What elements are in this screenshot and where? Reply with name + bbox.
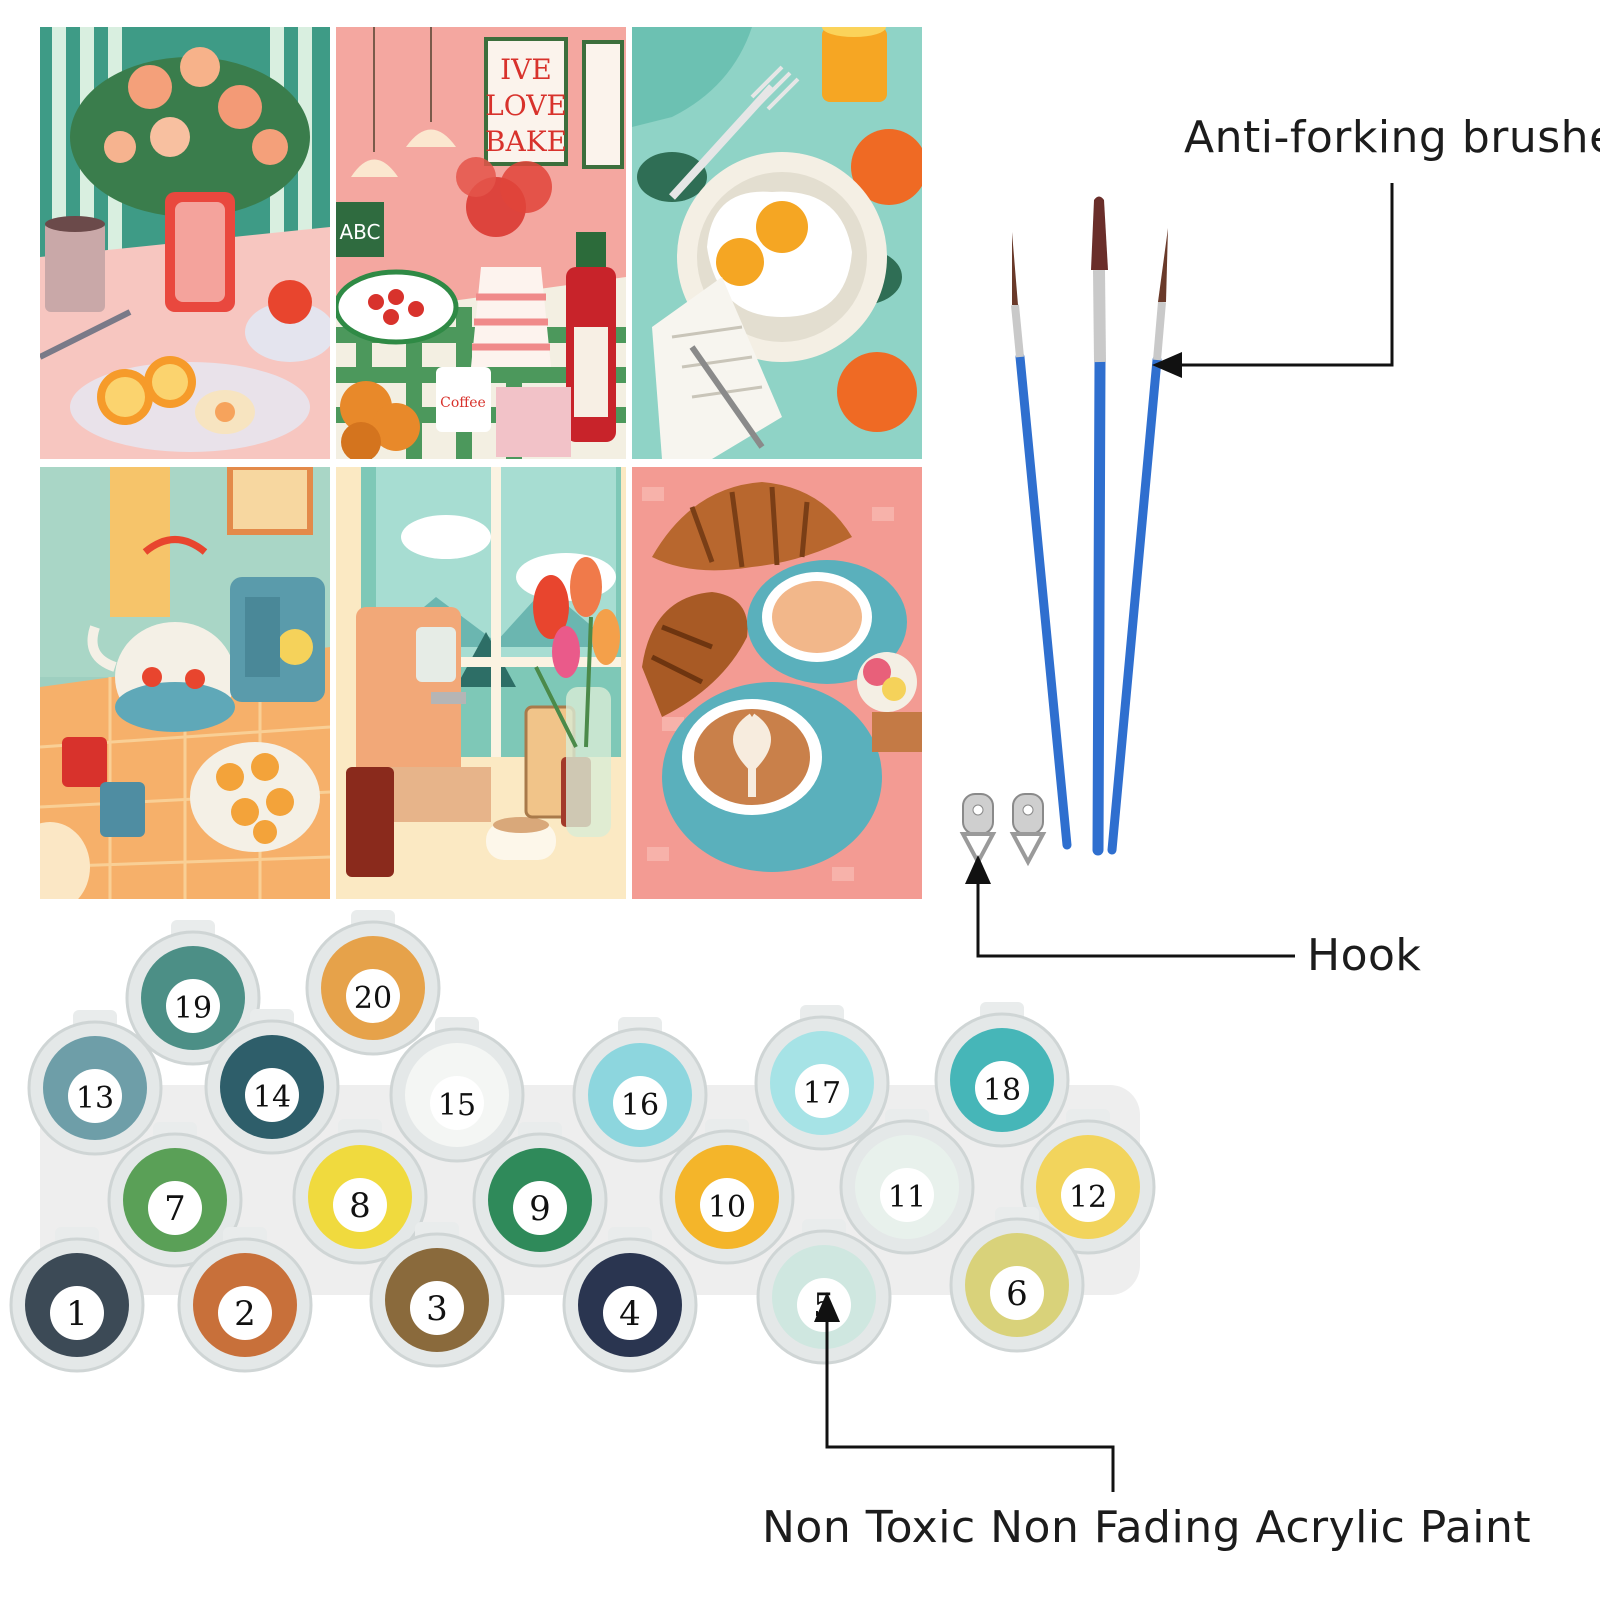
paint-pot-11: 11 <box>839 1109 975 1255</box>
paint-pot-19: 19 <box>125 920 261 1066</box>
arrow-up-icon <box>965 855 991 884</box>
hook-icon <box>1009 793 1047 867</box>
paint-pot-18: 18 <box>934 1002 1070 1148</box>
paint-callout: Non Toxic Non Fading Acrylic Paint <box>762 1502 1532 1553</box>
pot-label-sticker <box>700 1178 754 1232</box>
sign-line-3: BAKE <box>485 125 567 158</box>
pot-number: 8 <box>349 1186 371 1226</box>
brush-middle <box>1091 196 1108 856</box>
pot-label-sticker <box>245 1068 299 1122</box>
paint-leader-line <box>814 1292 1115 1492</box>
paint-pot-15: 15 <box>389 1017 525 1163</box>
paint-pot-17: 17 <box>754 1005 890 1151</box>
pot-label-sticker <box>218 1286 272 1340</box>
pot-label-sticker <box>513 1181 567 1235</box>
paint-pot-6: 6 <box>949 1207 1085 1353</box>
arrow-left-icon <box>1152 352 1182 378</box>
pot-number: 2 <box>234 1294 256 1334</box>
pot-label-sticker <box>990 1266 1044 1320</box>
pot-number: 1 <box>66 1294 88 1334</box>
pot-number: 17 <box>803 1076 841 1111</box>
paint-pot-4: 4 <box>562 1227 698 1373</box>
paint-pot-13: 13 <box>27 1010 163 1156</box>
paint-pot-1: 1 <box>9 1227 145 1373</box>
hook-icon <box>959 793 997 867</box>
hook-leader-line <box>965 855 1295 958</box>
pot-number: 18 <box>983 1073 1021 1108</box>
paint-pot-7: 7 <box>107 1122 243 1268</box>
painting-fried-eggs <box>632 27 922 459</box>
brush-set <box>1011 196 1168 856</box>
mug-text: Coffee <box>440 395 486 411</box>
painting-coffee-machine <box>336 467 626 899</box>
pot-number: 19 <box>174 991 212 1026</box>
pot-number: 15 <box>438 1088 476 1123</box>
pot-label-sticker <box>68 1069 122 1123</box>
pot-label-sticker <box>148 1181 202 1235</box>
pot-number: 7 <box>164 1189 186 1229</box>
pot-label-sticker <box>975 1061 1029 1115</box>
paint-pot-9: 9 <box>472 1122 608 1268</box>
paint-pot-12: 12 <box>1020 1109 1156 1255</box>
brush-left <box>1011 232 1072 850</box>
pot-label-sticker <box>795 1064 849 1118</box>
pot-label-sticker <box>346 969 400 1023</box>
paint-pot-2: 2 <box>177 1227 313 1373</box>
pot-number: 11 <box>888 1180 926 1215</box>
paint-pot-8: 8 <box>292 1119 428 1265</box>
sign-line-1: IVE <box>500 53 552 86</box>
paint-pot-3: 3 <box>369 1222 505 1368</box>
pot-label-sticker <box>333 1178 387 1232</box>
pot-number: 14 <box>253 1080 291 1115</box>
pot-label-sticker <box>166 979 220 1033</box>
painting-teapot-kitchen <box>40 467 330 899</box>
paint-pot-14: 14 <box>204 1009 340 1155</box>
pot-number: 6 <box>1006 1274 1028 1314</box>
pot-label-sticker <box>880 1168 934 1222</box>
sign-line-2: LOVE <box>485 89 567 122</box>
painting-live-love-bake: IVE LOVE BAKE ABC <box>336 27 626 459</box>
pot-number: 4 <box>619 1294 641 1334</box>
pot-number: 10 <box>708 1190 746 1225</box>
paint-pot-16: 16 <box>572 1017 708 1163</box>
hook-callout: Hook <box>1307 930 1422 981</box>
pot-label-sticker <box>603 1286 657 1340</box>
brushes-callout: Anti-forking brushes <box>1184 112 1600 163</box>
abc-board-text: ABC <box>339 220 380 244</box>
pot-label-sticker <box>430 1076 484 1130</box>
pot-label-sticker <box>1061 1168 1115 1222</box>
pot-number: 3 <box>426 1289 448 1329</box>
brush-right <box>1107 228 1168 855</box>
paint-pot-group: 1920131415161718789101112123456 <box>9 910 1156 1373</box>
painting-croissant-coffee <box>632 467 922 899</box>
paint-pot-5: 5 <box>756 1219 892 1365</box>
pot-number: 20 <box>354 981 392 1016</box>
paint-pot-20: 20 <box>305 910 441 1056</box>
pot-number: 9 <box>529 1189 551 1229</box>
pot-label-sticker <box>613 1076 667 1130</box>
pot-label-sticker <box>410 1281 464 1335</box>
painting-flowers-vase <box>40 27 330 459</box>
pot-number: 13 <box>76 1081 114 1116</box>
arrow-up-icon <box>814 1292 840 1322</box>
paint-pot-10: 10 <box>659 1119 795 1265</box>
pot-label-sticker <box>50 1286 104 1340</box>
pot-number: 16 <box>621 1088 659 1123</box>
brushes-leader-line <box>1152 183 1394 378</box>
pot-number: 12 <box>1069 1180 1107 1215</box>
